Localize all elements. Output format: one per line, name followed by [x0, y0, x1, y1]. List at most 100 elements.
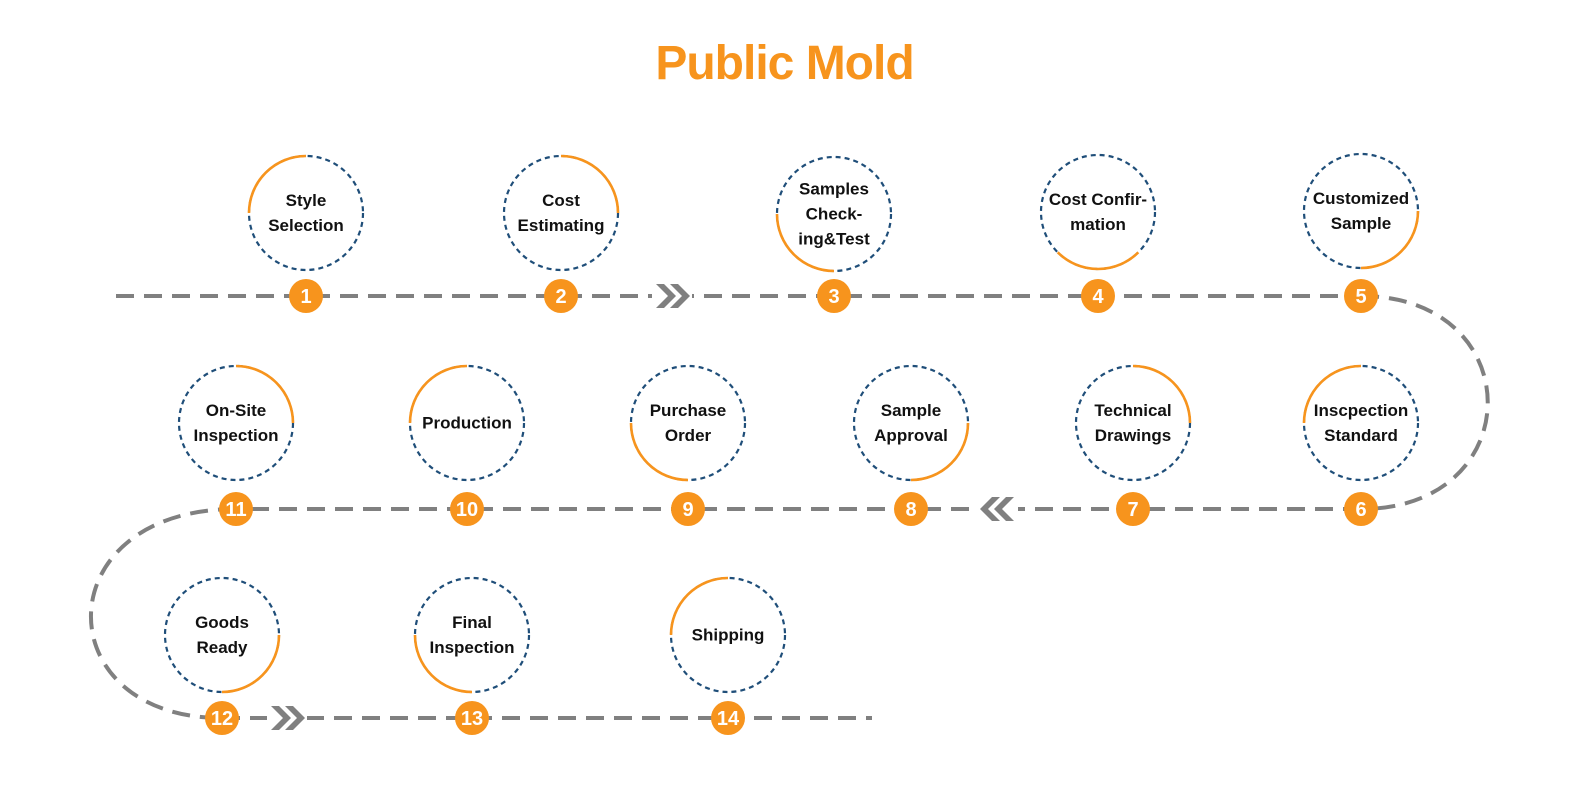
step-label-line: Estimating [518, 216, 605, 235]
step-number-badge [1344, 492, 1378, 526]
step-accent-arc [235, 364, 295, 424]
step-number-badge [817, 279, 851, 313]
step-label-line: Goods [195, 613, 249, 632]
step-number: 4 [1092, 286, 1104, 308]
step-label-line: On-Site [206, 401, 266, 420]
step-number: 7 [1127, 499, 1138, 521]
step-label-line: Order [665, 426, 712, 445]
step-circle [247, 154, 365, 272]
step-accent-arc [221, 634, 281, 694]
arrow-backward-row2-icon [978, 494, 1018, 524]
step-label-line: Standard [1324, 426, 1398, 445]
flow-path [89, 294, 1490, 720]
step-label-line: Customized [1313, 189, 1409, 208]
step-circle [775, 155, 893, 273]
step-number: 12 [211, 708, 233, 730]
step-number: 3 [828, 286, 839, 308]
step-4: Cost Confir-mation 4 [1039, 153, 1157, 313]
step-label-line: Production [422, 414, 512, 433]
step-number: 1 [300, 286, 311, 308]
step-circle [669, 576, 787, 694]
step-label-line: ing&Test [798, 230, 870, 249]
path-curve-right [1360, 294, 1490, 511]
step-label-line: Style [286, 191, 327, 210]
step-number-badge [894, 492, 928, 526]
step-label-line: Check- [806, 205, 863, 224]
step-number: 14 [717, 708, 740, 730]
step-number-badge [219, 492, 253, 526]
step-label-line: Drawings [1095, 426, 1172, 445]
step-label: Shipping [692, 626, 765, 645]
step-label-line: Sample [1331, 214, 1391, 233]
step-label-line: Approval [874, 426, 948, 445]
step-circle [408, 364, 526, 482]
step-label-line: Final [452, 613, 492, 632]
step-number: 9 [682, 499, 693, 521]
step-number-badge [544, 279, 578, 313]
step-number-badge [711, 701, 745, 735]
step-number: 2 [555, 286, 566, 308]
step-number-badge [455, 701, 489, 735]
step-circle [629, 364, 747, 482]
step-circle [1302, 364, 1420, 482]
step-number-badge [289, 279, 323, 313]
step-accent-arc [1302, 364, 1362, 424]
step-circle [1039, 153, 1157, 271]
step-label-line: Inspection [429, 638, 514, 657]
step-label-line: Inscpection [1314, 401, 1408, 420]
step-label-line: Selection [268, 216, 344, 235]
step-accent-arc [1056, 251, 1140, 271]
step-accent-arc [560, 154, 620, 214]
step-label: Cost Confir-mation [1049, 190, 1147, 234]
arrow-forward-row1-icon [652, 281, 692, 311]
step-label-line: Cost [542, 191, 580, 210]
step-label-line: Inspection [193, 426, 278, 445]
step-number: 8 [905, 499, 916, 521]
step-label-line: Cost Confir- [1049, 190, 1147, 209]
step-accent-arc [408, 364, 468, 424]
step-number: 11 [225, 499, 246, 521]
step-number: 5 [1355, 286, 1366, 308]
step-label-line: Shipping [692, 626, 765, 645]
step-label-line: Sample [881, 401, 941, 420]
step-number-badge [450, 492, 484, 526]
step-number: 6 [1355, 499, 1366, 521]
step-number: 13 [461, 708, 483, 730]
step-label: Production [422, 414, 512, 433]
flow-arrows [267, 281, 1018, 733]
step-accent-arc [1360, 210, 1420, 270]
step-accent-arc [629, 422, 689, 482]
step-label-line: mation [1070, 215, 1126, 234]
step-number-badge [205, 701, 239, 735]
step-number-badge [1344, 279, 1378, 313]
step-number-badge [1081, 279, 1115, 313]
step-accent-arc [910, 422, 970, 482]
step-label-line: Samples [799, 180, 869, 199]
step-circle [413, 576, 531, 694]
path-curve-left [89, 507, 237, 720]
step-number-badge [1116, 492, 1150, 526]
step-14: Shipping 14 [669, 576, 787, 735]
step-label-line: Purchase [650, 401, 727, 420]
